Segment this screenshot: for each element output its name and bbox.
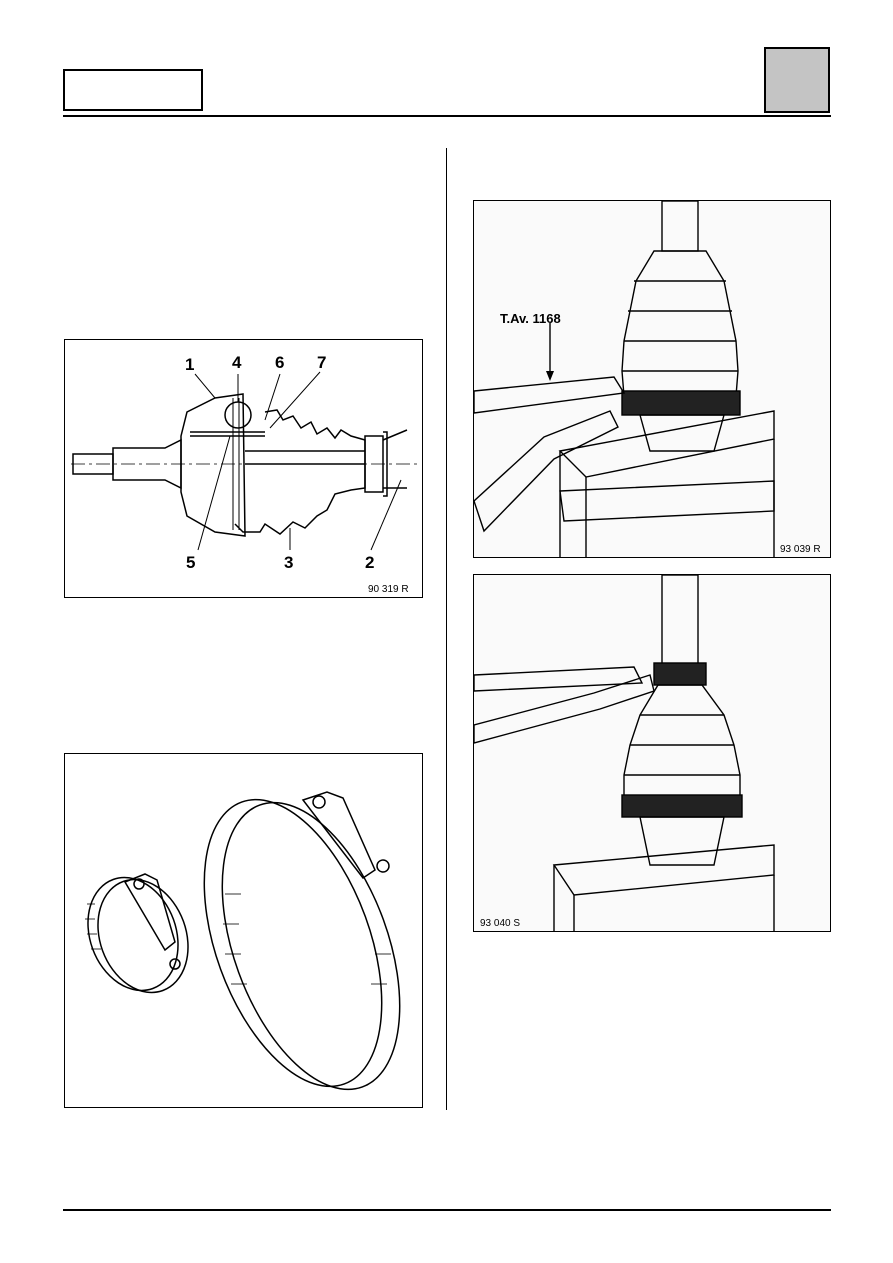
callout-2: 2 [365,553,374,572]
footer-rule [63,1209,831,1211]
callout-4: 4 [232,353,242,372]
section-tab [764,47,830,113]
photo-1-drawing [474,201,775,557]
header-title-box [63,69,203,111]
figure-ref-90319R: 90 319 R [368,584,409,595]
column-divider [446,148,447,1110]
callout-3: 3 [284,553,293,572]
photo-2-figure: 93 040 S [473,574,831,932]
figure-ref-93040S: 93 040 S [480,918,521,929]
tool-label-tav1168: T.Av. 1168 [500,311,561,326]
callout-5: 5 [186,553,195,572]
photo-1-figure: T.Av. 1168 93 039 R [473,200,831,558]
clamps-figure [64,753,423,1108]
figure-ref-93039R: 93 039 R [780,544,821,555]
callout-6: 6 [275,353,284,372]
joint-diagram-figure: 1 4 6 7 5 3 2 90 319 R [64,339,423,598]
joint-diagram: 1 4 6 7 5 3 2 [71,353,417,572]
callout-1: 1 [185,355,194,374]
header-rule [63,115,831,117]
photo-2-drawing [474,575,775,931]
callout-7: 7 [317,353,326,372]
clamps-drawing [85,791,401,1091]
